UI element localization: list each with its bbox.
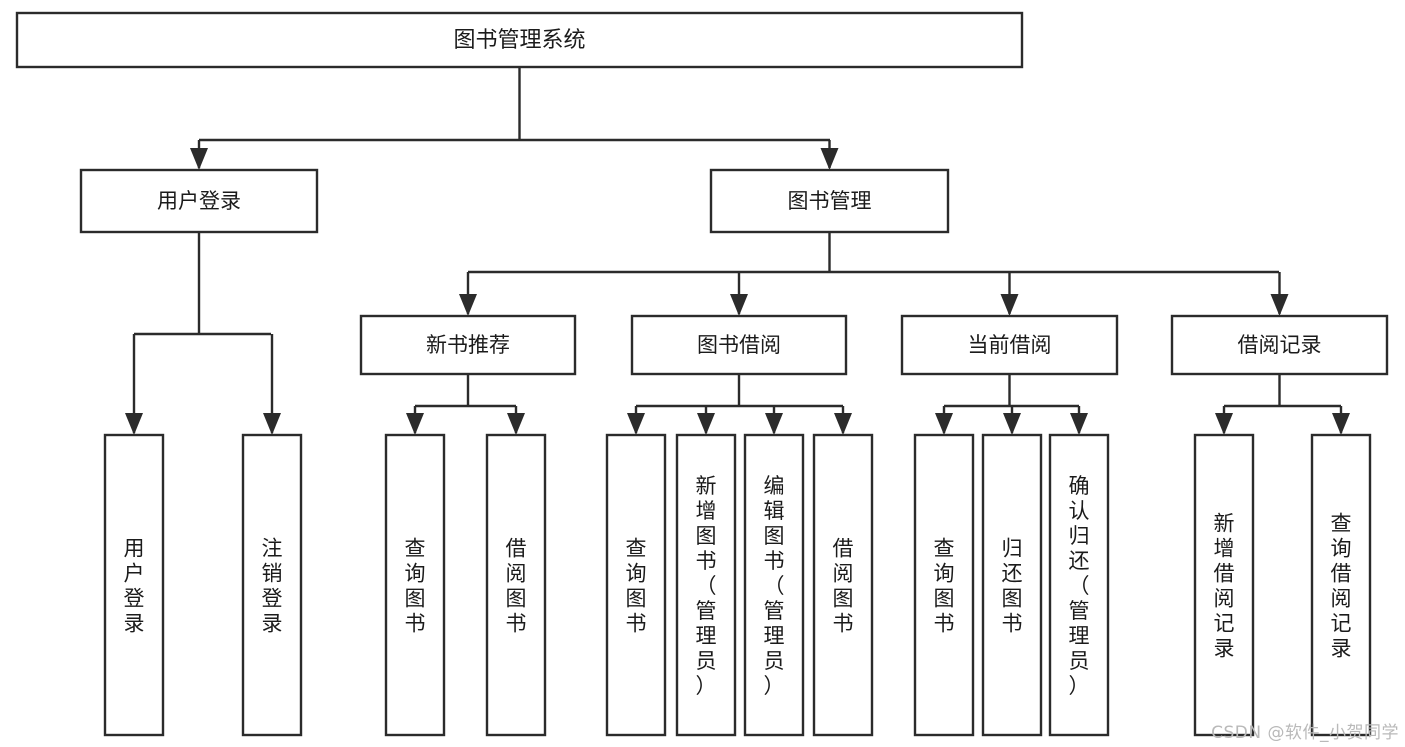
node-label-leaf-confirm-return: 确认归还（管理员） [1069,474,1090,698]
node-box-leaf-edit-book[interactable] [743,433,805,737]
node-label-leaf-borrow-book-2: 借阅图书 [833,537,854,636]
node-layer: 图书管理系统用户登录图书管理新书推荐图书借阅当前借阅借阅记录用户登录注销登录查询… [15,11,1389,737]
node-box-new-book-rec[interactable] [359,314,577,376]
node-box-leaf-add-book[interactable] [675,433,737,737]
node-leaf-add-record[interactable]: 新增借阅记录 [1193,433,1255,737]
node-box-leaf-user-login[interactable] [103,433,165,737]
node-label-leaf-return-book: 归还图书 [1002,537,1023,636]
node-label-leaf-query-record: 查询借阅记录 [1331,512,1352,661]
node-leaf-edit-book[interactable]: 编辑图书（管理员） [743,433,805,737]
node-label-book-manage: 图书管理 [788,189,872,213]
node-label-leaf-query-book-3: 查询图书 [934,537,955,636]
node-box-current-borrow[interactable] [900,314,1119,376]
node-label-root: 图书管理系统 [453,28,585,53]
node-book-borrow[interactable]: 图书借阅 [630,314,848,376]
node-box-user-login[interactable] [79,168,319,234]
node-box-leaf-add-record[interactable] [1193,433,1255,737]
node-label-leaf-borrow-book-1: 借阅图书 [506,537,527,636]
node-label-leaf-add-record: 新增借阅记录 [1214,512,1235,661]
node-leaf-borrow-book-1[interactable]: 借阅图书 [485,433,547,737]
node-leaf-query-book-3[interactable]: 查询图书 [913,433,975,737]
node-box-leaf-borrow-book-2[interactable] [812,433,874,737]
node-label-leaf-query-book-1: 查询图书 [405,537,426,636]
node-label-leaf-query-book-2: 查询图书 [626,537,647,636]
node-leaf-add-book[interactable]: 新增图书（管理员） [675,433,737,737]
node-label-leaf-add-book: 新增图书（管理员） [696,474,717,698]
node-box-borrow-record[interactable] [1170,314,1389,376]
node-box-leaf-return-book[interactable] [981,433,1043,737]
connector-layer [125,67,1350,435]
node-box-book-manage[interactable] [709,168,950,234]
node-label-book-borrow: 图书借阅 [697,333,781,357]
node-label-borrow-record: 借阅记录 [1238,333,1322,357]
node-leaf-borrow-book-2[interactable]: 借阅图书 [812,433,874,737]
node-label-current-borrow: 当前借阅 [968,333,1052,357]
node-label-new-book-rec: 新书推荐 [426,333,510,357]
node-borrow-record[interactable]: 借阅记录 [1170,314,1389,376]
node-box-root[interactable] [15,11,1024,69]
node-box-leaf-user-logout[interactable] [241,433,303,737]
node-leaf-user-logout[interactable]: 注销登录 [241,433,303,737]
node-box-leaf-confirm-return[interactable] [1048,433,1110,737]
node-label-leaf-user-login: 用户登录 [124,537,145,636]
node-leaf-query-record[interactable]: 查询借阅记录 [1310,433,1372,737]
node-current-borrow[interactable]: 当前借阅 [900,314,1119,376]
node-label-leaf-edit-book: 编辑图书（管理员） [764,474,785,698]
node-leaf-query-book-2[interactable]: 查询图书 [605,433,667,737]
node-leaf-user-login[interactable]: 用户登录 [103,433,165,737]
node-root[interactable]: 图书管理系统 [15,11,1024,69]
node-box-leaf-query-record[interactable] [1310,433,1372,737]
node-box-leaf-query-book-1[interactable] [384,433,446,737]
node-box-leaf-query-book-2[interactable] [605,433,667,737]
node-box-leaf-query-book-3[interactable] [913,433,975,737]
node-book-manage[interactable]: 图书管理 [709,168,950,234]
csdn-watermark: CSDN @软件_小贺同学 [1211,723,1399,743]
node-new-book-rec[interactable]: 新书推荐 [359,314,577,376]
node-label-user-login: 用户登录 [157,189,241,213]
node-leaf-confirm-return[interactable]: 确认归还（管理员） [1048,433,1110,737]
node-user-login[interactable]: 用户登录 [79,168,319,234]
node-leaf-return-book[interactable]: 归还图书 [981,433,1043,737]
node-label-leaf-user-logout: 注销登录 [262,537,283,636]
node-box-book-borrow[interactable] [630,314,848,376]
node-box-leaf-borrow-book-1[interactable] [485,433,547,737]
node-leaf-query-book-1[interactable]: 查询图书 [384,433,446,737]
